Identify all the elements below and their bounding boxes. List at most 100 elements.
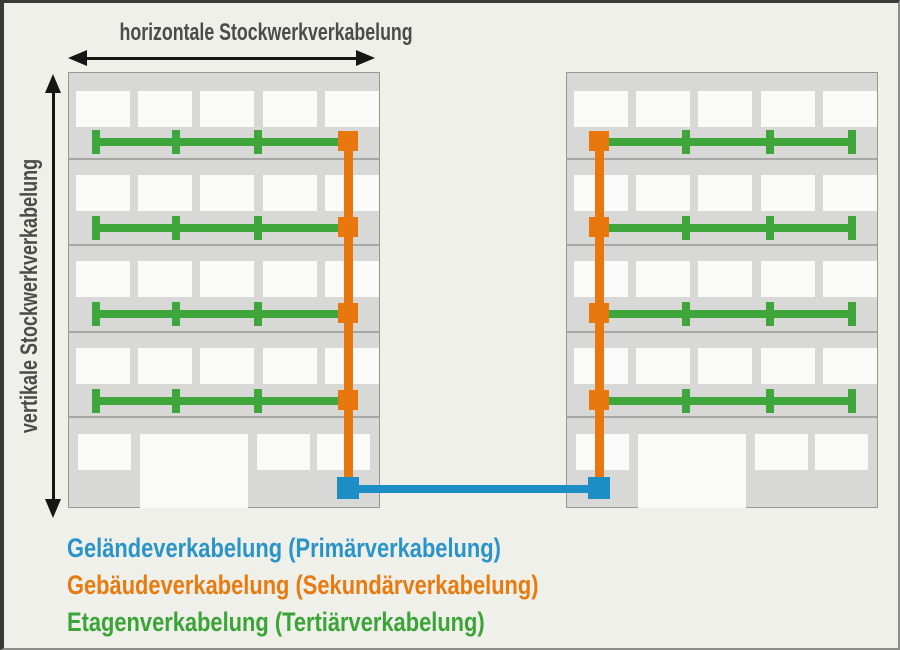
arrow-head-up-icon (45, 74, 61, 93)
cable-tap (254, 302, 262, 326)
campus-connector (588, 477, 610, 499)
window (76, 91, 130, 127)
riser-connector (338, 390, 358, 410)
window (200, 91, 254, 127)
floor-divider (69, 416, 379, 418)
riser-connector (589, 217, 609, 237)
window (325, 91, 379, 127)
floor-divider (567, 416, 877, 418)
cable-tap (766, 130, 774, 154)
legend-item-campus-cabling: Geländeverkabelung (Primärverkabelung) (67, 533, 501, 563)
cable-tap (848, 216, 856, 240)
window (698, 175, 752, 211)
window (761, 348, 815, 384)
riser-connector (338, 217, 358, 237)
cable-tap (254, 389, 262, 413)
legend: Geländeverkabelung (Primärverkabelung) G… (67, 530, 649, 641)
window (823, 91, 877, 127)
window (761, 91, 815, 127)
window (138, 261, 192, 297)
floor-cable (92, 397, 349, 405)
window (138, 348, 192, 384)
cable-tap (92, 302, 100, 326)
window (636, 91, 690, 127)
window (755, 434, 808, 470)
left-building (68, 72, 380, 508)
window (138, 175, 192, 211)
arrow-shaft (80, 57, 363, 60)
cable-tap (848, 130, 856, 154)
horizontal-extent-arrow (68, 50, 375, 67)
cable-tap (848, 389, 856, 413)
cable-tap (172, 389, 180, 413)
floor-divider (69, 158, 379, 160)
floor-divider (69, 244, 379, 246)
window (76, 261, 130, 297)
floor-cable (600, 138, 856, 146)
cable-tap (172, 216, 180, 240)
riser-connector (338, 131, 358, 151)
campus-cable (348, 485, 599, 493)
riser-connector (589, 390, 609, 410)
cable-tap (682, 216, 690, 240)
cable-tap (254, 216, 262, 240)
window (200, 261, 254, 297)
window (317, 434, 370, 470)
arrow-head-down-icon (45, 499, 61, 518)
floor-divider (567, 244, 877, 246)
window (76, 348, 130, 384)
window (823, 261, 877, 297)
vertical-extent-arrow (45, 74, 62, 518)
horizontal-cabling-label: horizontale Stockwerkverkabelung (68, 19, 412, 47)
cable-tap (92, 389, 100, 413)
window (761, 175, 815, 211)
cable-tap (172, 302, 180, 326)
legend-item-building-cabling: Gebäudeverkabelung (Sekundärverkabelung) (67, 570, 539, 600)
window (263, 261, 317, 297)
floor-divider (567, 331, 877, 333)
window (263, 175, 317, 211)
vertical-cabling-label-text: vertikale Stockwerkverkabelung (16, 158, 43, 434)
window (823, 348, 877, 384)
floor-divider (567, 158, 877, 160)
cable-tap (172, 130, 180, 154)
cable-tap (766, 216, 774, 240)
entrance-door (140, 434, 248, 508)
cable-tap (848, 302, 856, 326)
cable-tap (254, 130, 262, 154)
window (761, 261, 815, 297)
window (815, 434, 868, 470)
cable-tap (92, 130, 100, 154)
floor-divider (69, 331, 379, 333)
legend-item-floor-cabling: Etagenverkabelung (Tertiärverkabelung) (67, 607, 485, 637)
cable-tap (766, 302, 774, 326)
cable-tap (92, 216, 100, 240)
riser-connector (338, 303, 358, 323)
floor-cable (600, 224, 856, 232)
riser-connector (589, 131, 609, 151)
window (76, 175, 130, 211)
floor-cable (600, 397, 856, 405)
window (257, 434, 310, 470)
window (263, 348, 317, 384)
window (200, 348, 254, 384)
entrance-door (638, 434, 746, 508)
cable-tap (682, 389, 690, 413)
window (823, 175, 877, 211)
window (636, 348, 690, 384)
window (698, 261, 752, 297)
window (698, 91, 752, 127)
cable-tap (766, 389, 774, 413)
window (698, 348, 752, 384)
window (263, 91, 317, 127)
floor-cable (92, 138, 349, 146)
right-building (566, 72, 878, 508)
floor-cable (92, 224, 349, 232)
window (200, 175, 254, 211)
cable-tap (682, 130, 690, 154)
window (78, 434, 131, 470)
arrow-head-right-icon (356, 50, 375, 66)
arrow-head-left-icon (68, 50, 87, 66)
arrow-shaft (52, 86, 55, 506)
floor-cable (92, 310, 349, 318)
